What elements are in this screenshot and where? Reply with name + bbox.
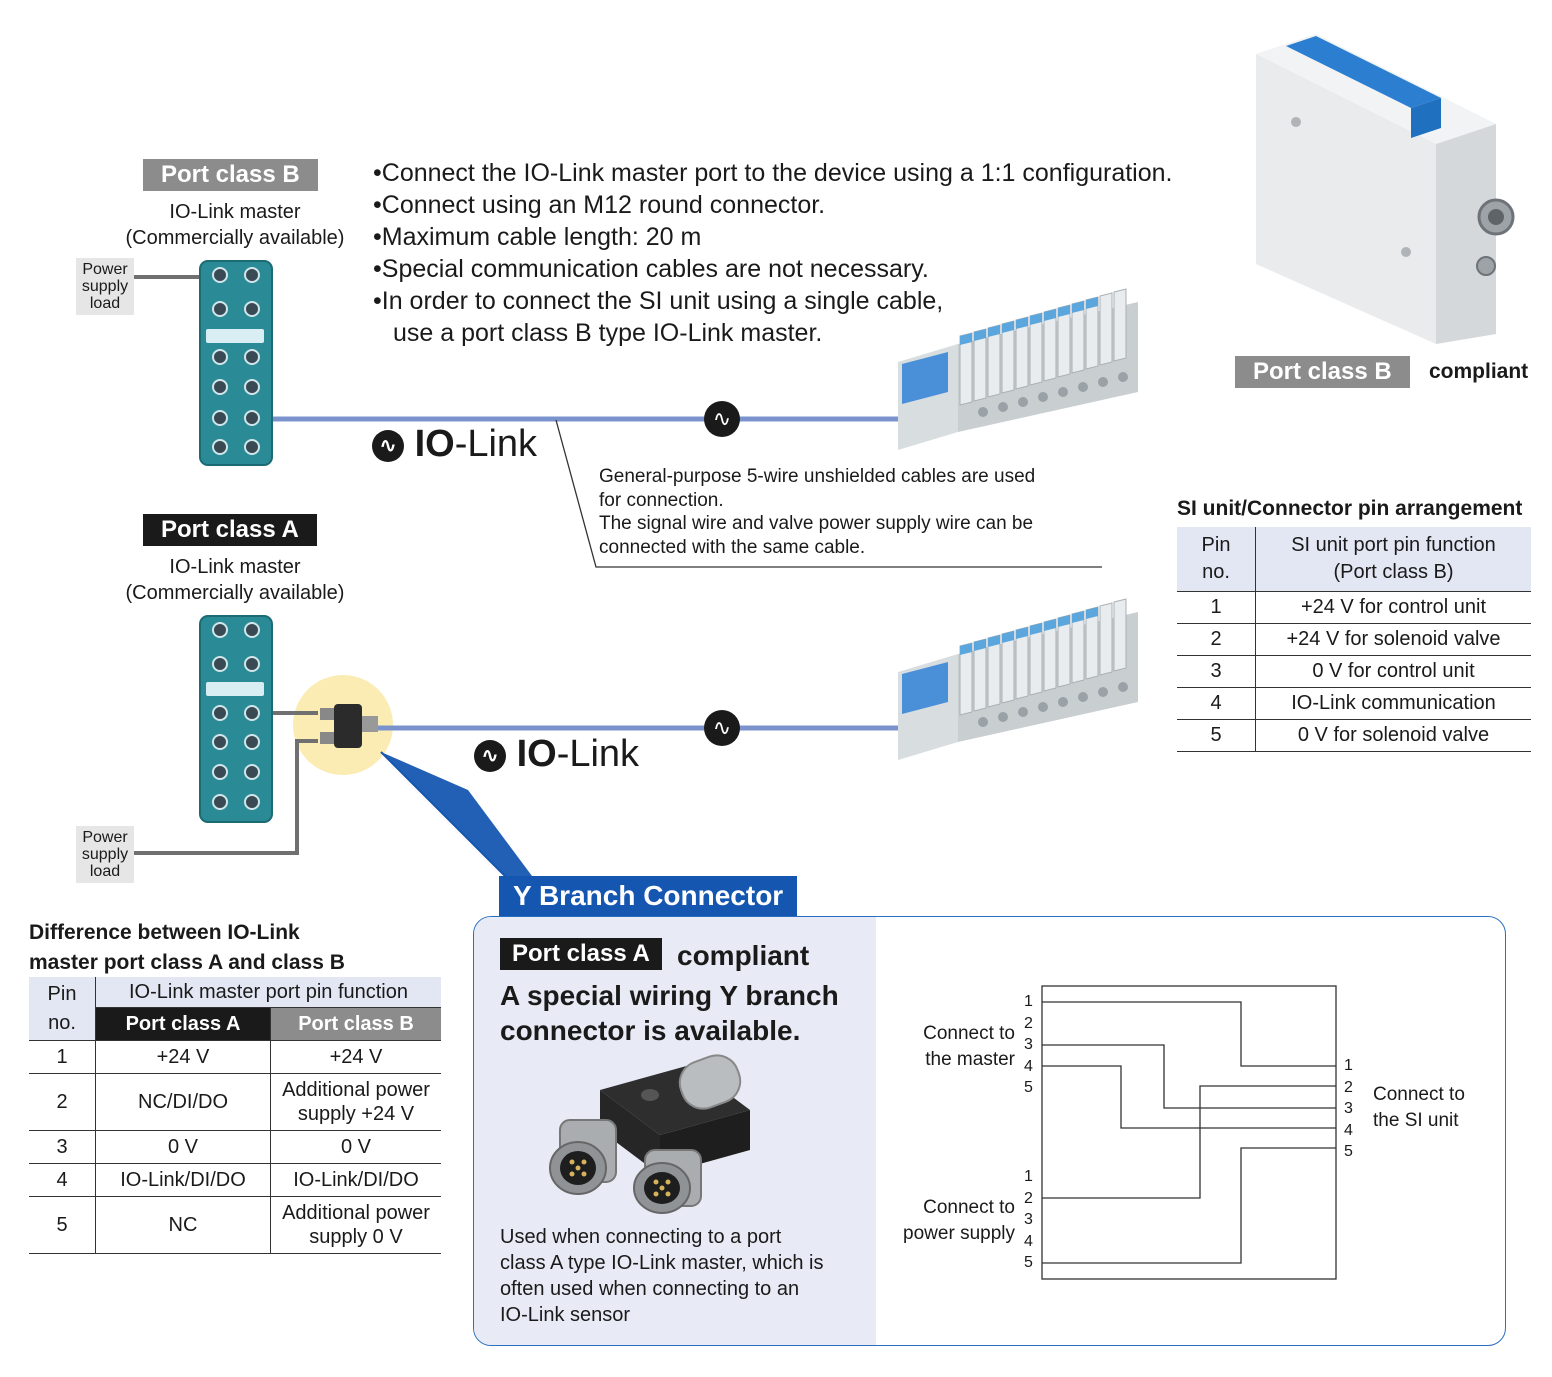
io-link-master-b-icon [199,260,273,466]
pin-table-title: SI unit/Connector pin arrangement [1177,497,1523,520]
y-branch-connector-small-image [320,704,378,748]
diff-table-title: Difference between IO-Link master port c… [29,921,345,974]
bullet-item: •Special communication cables are not ne… [373,255,929,283]
io-link-cable-symbol-icon: ∿ [704,710,740,746]
table-row: 4 IO-Link/DI/DO IO-Link/DI/DO [29,1163,441,1197]
table-row: 2+24 V for solenoid valve [1177,623,1531,656]
io-link-logo-b: ∿ IO-Link [372,423,537,466]
feature-bullet-list: •Connect the IO-Link master port to the … [373,157,1173,349]
bullet-item: •Connect using an M12 round connector. [373,191,826,219]
si-unit-badge: Port class B [1235,356,1410,388]
port-b-badge: Port class B [143,159,318,191]
io-link-symbol-icon: ∿ [372,430,404,462]
si-unit-image [1256,34,1515,344]
bullet-item: •Connect the IO-Link master port to the … [373,159,1173,187]
io-link-logo-a: ∿ IO-Link [474,733,639,776]
io-link-cable-symbol-icon: ∿ [704,401,740,437]
y-branch-port-a-badge: Port class A [500,938,662,970]
table-row: 1+24 V for control unit [1177,591,1531,624]
io-link-master-a-icon [199,615,273,823]
y-branch-compliant-label: compliant [677,940,810,971]
cable-note: General-purpose 5-wire unshielded cables… [599,466,1036,558]
header-port-class-b: Port class B [270,1007,441,1041]
header-pin-function: IO-Link master port pin function [95,977,441,1008]
y-branch-headline: A special wiring Y branch connector is a… [500,980,839,1046]
table-header-row: Port class A Port class B [29,1007,441,1041]
header-port-class-a: Port class A [95,1007,271,1041]
wiring-label-master: Connect to the master [923,1023,1015,1070]
table-row: 3 0 V 0 V [29,1130,441,1164]
port-a-power-supply-load: Power supply load [76,826,134,883]
port-a-master-label: IO-Link master (Commercially available) [125,556,345,604]
si-unit-compliant-label: compliant [1429,360,1529,383]
port-a-badge: Port class A [143,514,317,546]
y-branch-wiring-diagram [1041,985,1337,1280]
wiring-label-si-unit: Connect to the SI unit [1373,1084,1465,1131]
wiring-label-power: Connect to power supply [903,1197,1015,1244]
table-row: 1 +24 V +24 V [29,1040,441,1074]
port-b-power-supply-load: Power supply load [76,258,134,315]
valve-manifold-b-image [898,288,1138,450]
header-pin-function: SI unit port pin function(Port class B) [1255,527,1531,592]
io-link-symbol-icon: ∿ [474,740,506,772]
y-branch-usage-text: Used when connecting to a port class A t… [500,1226,824,1326]
bullet-item: •Maximum cable length: 20 m [373,223,702,251]
bullet-item: •In order to connect the SI unit using a… [373,287,944,315]
y-branch-banner: Y Branch Connector [499,876,798,916]
y-branch-connector-image [549,1054,750,1214]
port-b-master-label: IO-Link master (Commercially available) [125,201,345,249]
bullet-item: use a port class B type IO-Link master. [393,319,823,347]
valve-manifold-a-image [898,598,1138,760]
